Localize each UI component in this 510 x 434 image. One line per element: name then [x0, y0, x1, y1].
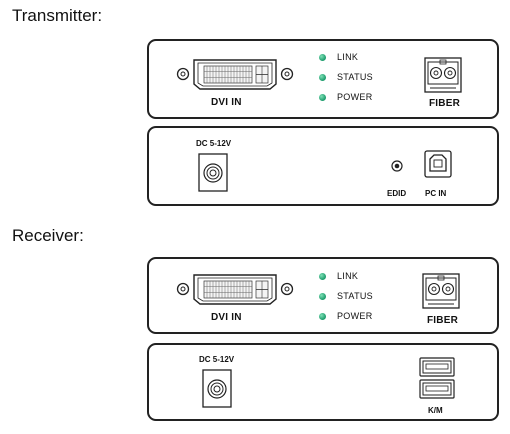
- usb-a-port-icon: [419, 379, 455, 399]
- dvi-port-icon: [176, 274, 294, 305]
- led-power: POWER: [319, 92, 373, 102]
- led-status-indicator: [319, 73, 326, 81]
- led-power-label: POWER: [337, 311, 373, 321]
- pc-in-label: PC IN: [425, 189, 447, 198]
- led-link-indicator: [319, 53, 326, 61]
- dvi-port-icon: [176, 59, 294, 90]
- led-link-label: LINK: [337, 271, 359, 281]
- dc-power-label: DC 5-12V: [196, 139, 232, 148]
- transmitter-front-panel: DVI IN LINK STATUS POWER FIBER: [147, 39, 499, 119]
- led-link: LINK: [319, 271, 358, 281]
- led-link-indicator: [319, 272, 326, 280]
- led-link: LINK: [319, 52, 358, 62]
- fiber-label: FIBER: [429, 98, 460, 109]
- fiber-port-icon: [424, 57, 462, 93]
- receiver-title: Receiver:: [12, 226, 84, 245]
- transmitter-back-panel: DC 5-12V EDID PC IN: [147, 126, 499, 206]
- led-status-label: STATUS: [337, 291, 373, 301]
- led-status-indicator: [319, 292, 326, 300]
- led-status-label: STATUS: [337, 72, 373, 82]
- led-status: STATUS: [319, 72, 373, 82]
- dc-jack-icon: [198, 153, 228, 192]
- dvi-in-label: DVI IN: [211, 97, 242, 108]
- led-power-indicator: [319, 93, 326, 101]
- dc-jack-icon: [202, 369, 232, 408]
- led-link-label: LINK: [337, 52, 359, 62]
- led-status: STATUS: [319, 291, 373, 301]
- edid-button-icon: [391, 160, 403, 172]
- led-power: POWER: [319, 311, 373, 321]
- fiber-port-icon: [422, 273, 460, 309]
- led-power-indicator: [319, 312, 326, 320]
- usb-a-port-icon: [419, 357, 455, 377]
- dvi-in-label: DVI IN: [211, 312, 242, 323]
- fiber-label: FIBER: [427, 315, 458, 326]
- led-power-label: POWER: [337, 92, 373, 102]
- dc-power-label: DC 5-12V: [199, 355, 235, 364]
- edid-label: EDID: [387, 189, 407, 198]
- receiver-back-panel: DC 5-12V K/M: [147, 343, 499, 421]
- transmitter-title: Transmitter:: [12, 6, 103, 25]
- receiver-front-panel: DVI IN LINK STATUS POWER FIBER: [147, 257, 499, 334]
- usb-b-port-icon: [424, 150, 452, 178]
- km-label: K/M: [428, 406, 443, 415]
- usb-a-stack: [419, 357, 457, 401]
